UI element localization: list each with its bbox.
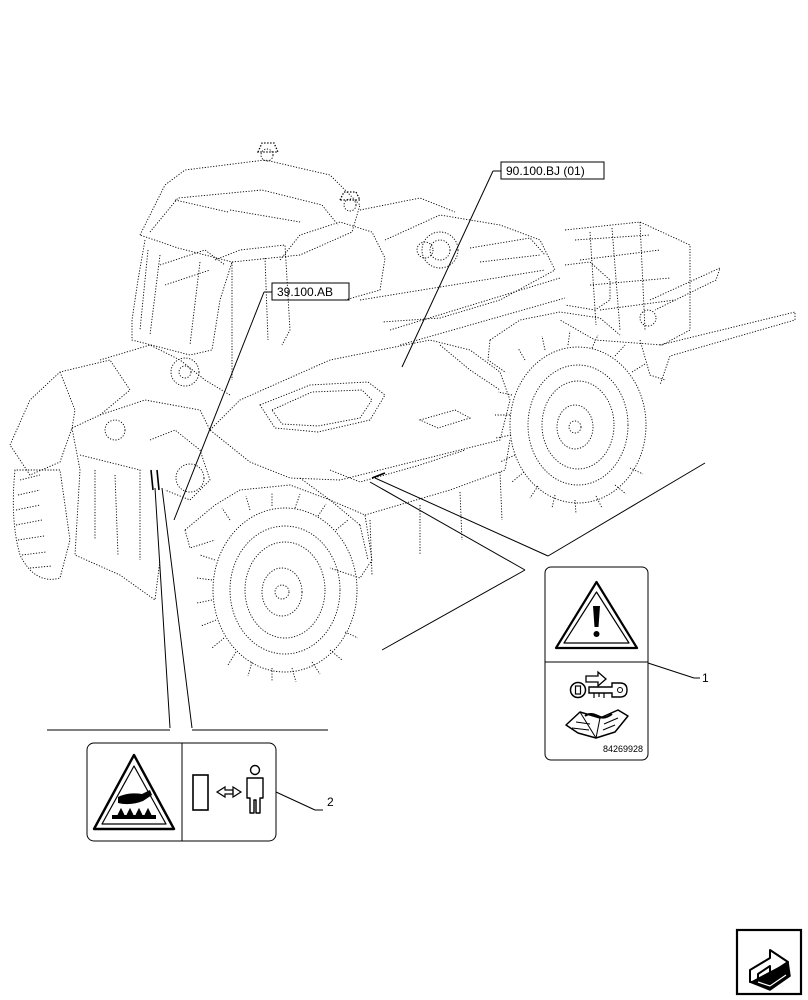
reference-39-100-ab[interactable]: 39.100.AB	[173, 282, 350, 521]
operator-manual-icon	[565, 709, 629, 739]
callout-number-2: 2	[327, 795, 334, 809]
callout-lines	[47, 462, 706, 731]
rear-left-wheel	[184, 484, 369, 683]
reference-90-100-bj[interactable]: 90.100.BJ (01)	[401, 161, 605, 368]
decal-part-code: 84269928	[603, 744, 643, 754]
warning-triangle-icon	[554, 580, 639, 650]
decal-1[interactable]: 84269928	[544, 566, 649, 761]
callout-number-1: 1	[702, 671, 709, 685]
boom	[359, 197, 566, 346]
telehandler-illustration	[9, 142, 796, 683]
cab	[131, 142, 386, 380]
next-page-arrow-icon[interactable]	[735, 928, 803, 996]
engine-hood	[209, 339, 511, 579]
keep-distance-person-icon	[192, 764, 264, 814]
front-left-fender	[9, 344, 231, 601]
decal-2[interactable]	[86, 742, 277, 842]
crush-hazard-triangle-icon	[92, 753, 176, 831]
front-left-wheel	[12, 469, 71, 580]
fork-carriage	[559, 221, 796, 386]
reference-label-upper: 90.100.BJ (01)	[506, 164, 585, 178]
ignition-key-icon	[569, 670, 628, 699]
reference-label-left: 39.100.AB	[277, 285, 333, 299]
rear-right-wheel	[487, 311, 647, 515]
